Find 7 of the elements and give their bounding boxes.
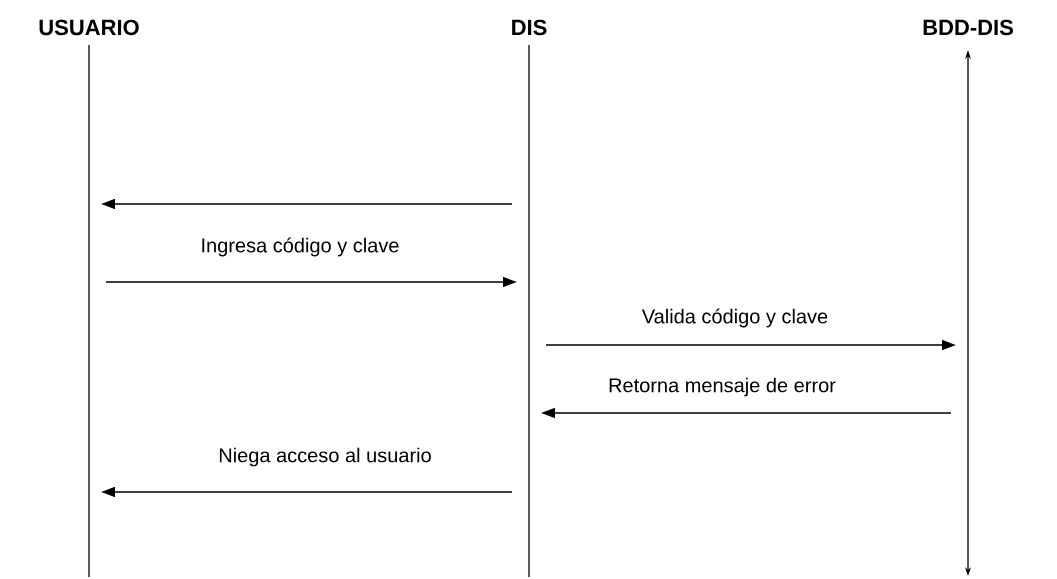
edge-label: Valida código y clave xyxy=(641,308,828,328)
edge-label: Ingresa código y clave xyxy=(202,237,399,257)
edge-label: Retorna mensaje de error xyxy=(609,377,836,397)
participant-lifeline: USUARIO xyxy=(39,19,139,578)
edge-label: Niega acceso al usuario xyxy=(219,447,431,467)
participant-lifeline: DIS xyxy=(512,19,547,578)
node-label: BDD-DIS xyxy=(923,19,1013,36)
